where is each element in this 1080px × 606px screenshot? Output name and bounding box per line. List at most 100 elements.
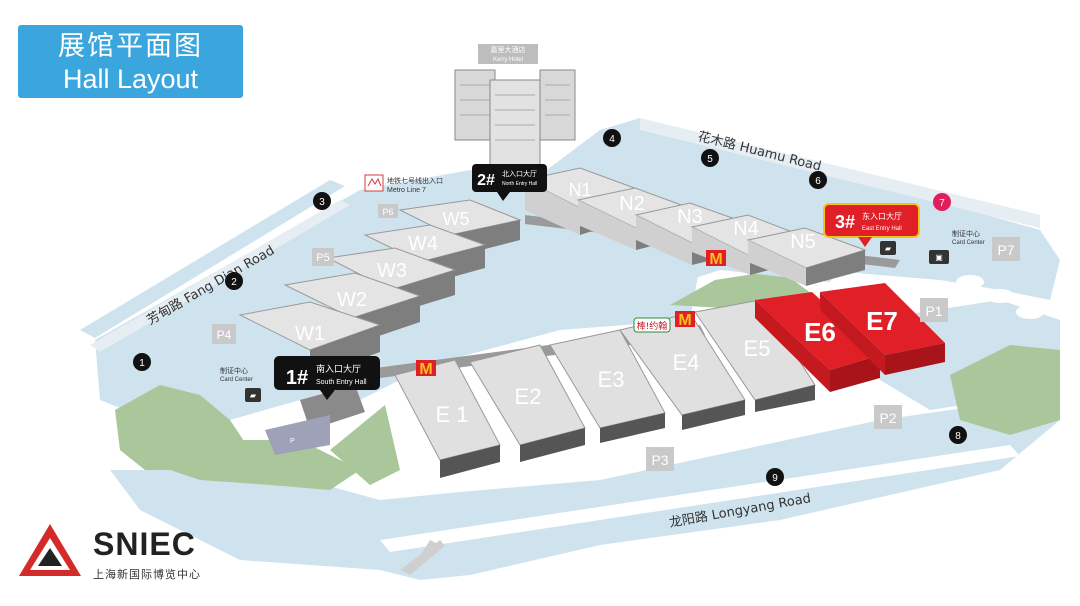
gate-1[interactable]: 1 xyxy=(133,353,151,371)
title-zh: 展馆平面图 xyxy=(58,31,203,62)
card-center-south[interactable]: 制证中心 Card Center ▰ xyxy=(220,366,261,402)
gate-9[interactable]: 9 xyxy=(766,468,784,486)
entry-callout-east[interactable]: 3# 东入口大厅 East Entry Hall xyxy=(823,203,920,247)
hall-e5[interactable]: E5 xyxy=(694,299,816,412)
hall-e6[interactable]: E6 xyxy=(755,292,880,392)
metro-entrance[interactable]: 地铁七号线出入口 Metro Line 7 xyxy=(364,174,443,194)
entry-callout-north[interactable]: 2# 北入口大厅 North Entry Hall xyxy=(472,164,547,201)
parking-p3[interactable]: P3 xyxy=(646,447,674,471)
hall-w2-label: W2 xyxy=(337,289,367,311)
south-entry-building: P xyxy=(265,385,365,455)
svg-text:3: 3 xyxy=(319,197,325,208)
hall-w3-label: W3 xyxy=(377,260,407,282)
gate-3[interactable]: 3 xyxy=(313,192,331,210)
hall-w5-label: W5 xyxy=(443,209,470,229)
hall-n1-label: N1 xyxy=(568,180,591,200)
svg-text:North Entry Hall: North Entry Hall xyxy=(502,181,537,187)
gate-6[interactable]: 6 xyxy=(809,171,827,189)
mcdonalds-icon: M xyxy=(419,361,432,378)
hall-e1-label: E 1 xyxy=(435,402,468,427)
card-center-east[interactable]: 制证中心 Card Center ▣ ▰ xyxy=(880,229,985,264)
title-box: 展馆平面图 Hall Layout xyxy=(18,25,243,98)
parking-markers: P1 P2 P3 P4 P5 P6 P7 xyxy=(212,204,1020,471)
roundabout-icons xyxy=(956,275,1044,319)
gate-8[interactable]: 8 xyxy=(949,426,967,444)
parking-p2[interactable]: P2 xyxy=(874,405,902,429)
gate-markers: 1 2 3 4 5 6 7 8 9 xyxy=(133,129,967,486)
logo-name: SNIEC xyxy=(93,526,196,562)
svg-text:东入口大厅: 东入口大厅 xyxy=(862,211,902,221)
svg-text:棒!约翰: 棒!约翰 xyxy=(637,320,668,332)
hall-e2-label: E2 xyxy=(515,384,542,409)
gate-7[interactable]: 7 xyxy=(933,193,951,211)
papa-johns: 棒!约翰 xyxy=(633,317,671,333)
hall-e4-label: E4 xyxy=(673,350,700,375)
gate-5[interactable]: 5 xyxy=(701,149,719,167)
svg-text:制证中心: 制证中心 xyxy=(952,229,980,238)
parking-p1[interactable]: P1 xyxy=(920,298,948,322)
svg-text:1: 1 xyxy=(139,358,145,369)
svg-text:南入口大厅: 南入口大厅 xyxy=(316,363,361,375)
svg-text:6: 6 xyxy=(815,176,821,187)
svg-text:Card Center: Card Center xyxy=(952,240,985,246)
svg-text:4: 4 xyxy=(609,134,615,145)
entry-callout-south[interactable]: 1# 南入口大厅 South Entry Hall xyxy=(274,356,380,400)
hall-e3-label: E3 xyxy=(598,367,625,392)
svg-text:P1: P1 xyxy=(925,303,942,319)
parking-p4[interactable]: P4 xyxy=(212,324,236,344)
svg-text:South Entry Hall: South Entry Hall xyxy=(316,379,367,386)
svg-text:9: 9 xyxy=(772,473,778,484)
mcdonalds-icon: M xyxy=(678,312,691,329)
mcdonalds-icon: M xyxy=(709,251,722,268)
sniec-logo-icon xyxy=(19,524,81,576)
hall-n3-label: N3 xyxy=(677,206,703,228)
hall-e3[interactable]: E3 xyxy=(549,329,666,443)
hall-n5-label: N5 xyxy=(790,231,816,253)
svg-text:P2: P2 xyxy=(879,410,896,426)
bus-icon: ▣ xyxy=(935,253,943,262)
parking-p7[interactable]: P7 xyxy=(992,237,1020,261)
title-en: Hall Layout xyxy=(62,64,199,94)
logo-subtitle: 上海新国际博览中心 xyxy=(93,568,201,581)
hall-e7-label: E7 xyxy=(866,306,898,336)
hall-e5-label: E5 xyxy=(744,336,771,361)
svg-text:8: 8 xyxy=(955,431,961,442)
svg-text:P3: P3 xyxy=(651,452,668,468)
car-icon: ▰ xyxy=(250,391,257,400)
svg-text:1#: 1# xyxy=(286,367,308,389)
hall-e7[interactable]: E7 xyxy=(820,283,945,375)
svg-text:P6: P6 xyxy=(382,207,393,217)
svg-text:2: 2 xyxy=(231,277,237,288)
sniec-logo: SNIEC 上海新国际博览中心 xyxy=(15,520,215,590)
hall-n5[interactable]: N5 xyxy=(746,227,867,286)
metro-label-zh: 地铁七号线出入口 xyxy=(387,176,443,185)
metro-icon xyxy=(367,177,382,187)
svg-text:P4: P4 xyxy=(217,328,232,342)
hall-e2[interactable]: E2 xyxy=(469,344,586,462)
hotel-label-en: Kerry Hotel xyxy=(493,57,523,63)
svg-text:East Entry Hall: East Entry Hall xyxy=(862,226,902,232)
svg-text:P7: P7 xyxy=(997,242,1014,258)
parking-south-label: P xyxy=(290,438,295,445)
gate-2[interactable]: 2 xyxy=(225,272,243,290)
svg-text:制证中心: 制证中心 xyxy=(220,366,248,375)
gate-4[interactable]: 4 xyxy=(603,129,621,147)
west-halls: W5 W4 W3 W2 W1 xyxy=(238,199,522,378)
east-halls: E 1 E2 E3 E4 E5 E6 xyxy=(394,283,945,478)
svg-text:5: 5 xyxy=(707,154,713,165)
mcdonalds-markers: M M M xyxy=(416,250,726,378)
svg-text:Card Center: Card Center xyxy=(220,377,253,383)
parking-p6[interactable]: P6 xyxy=(378,204,398,218)
svg-text:3#: 3# xyxy=(835,212,855,232)
svg-text:P5: P5 xyxy=(316,252,329,264)
svg-text:7: 7 xyxy=(939,198,945,209)
parking-p5[interactable]: P5 xyxy=(312,248,334,266)
hall-w1-label: W1 xyxy=(295,323,325,345)
airplane-icon xyxy=(400,540,445,575)
car-icon: ▰ xyxy=(885,244,892,253)
hotel-label-zh: 嘉里大酒店 xyxy=(491,45,526,54)
svg-text:2#: 2# xyxy=(477,172,495,189)
hall-n2-label: N2 xyxy=(619,193,645,215)
svg-text:北入口大厅: 北入口大厅 xyxy=(502,169,537,178)
metro-label-en: Metro Line 7 xyxy=(387,187,426,194)
